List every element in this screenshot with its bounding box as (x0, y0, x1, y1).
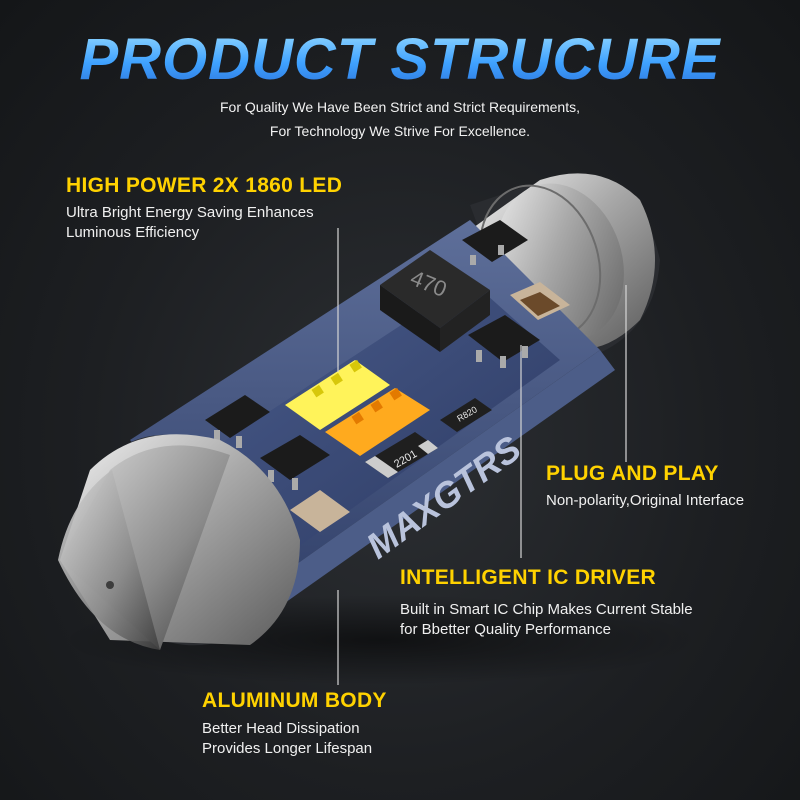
left-end-cap (58, 434, 300, 650)
subtitle-line-1: For Quality We Have Been Strict and Stri… (220, 99, 580, 115)
resistor-r820: R820 (440, 398, 492, 432)
capacitor-left (290, 490, 350, 532)
feature-desc-line: Built in Smart IC Chip Makes Current Sta… (400, 601, 693, 618)
feature-desc-line: Provides Longer Lifespan (202, 740, 373, 757)
feature-desc-line: Better Head Dissipation (202, 720, 360, 737)
feature-desc-aluminum: Better Head Dissipation Provides Longer … (202, 719, 372, 759)
led-white-chip (285, 359, 390, 430)
ic-chip-right (468, 315, 540, 368)
feature-desc-plug-play: Non-polarity,Original Interface (546, 491, 744, 511)
lower-rail (260, 350, 615, 612)
feature-desc-line: for Bbetter Quality Performance (400, 621, 611, 638)
inductor-component: 470 (380, 250, 490, 352)
feature-desc-line: Luminous Efficiency (66, 224, 200, 241)
feature-desc-line: Ultra Bright Energy Saving Enhances (66, 204, 314, 221)
feature-desc-ic-driver: Built in Smart IC Chip Makes Current Sta… (400, 600, 693, 640)
feature-desc-line: Non-polarity,Original Interface (546, 492, 745, 509)
feature-desc-high-power: Ultra Bright Energy Saving Enhances Lumi… (66, 203, 314, 243)
capacitor-right (510, 282, 570, 320)
page-title: PRODUCT STRUCURE (0, 26, 800, 93)
callout-lines (337, 228, 627, 685)
led-amber-chip (325, 387, 430, 456)
ic-chip-top (462, 220, 528, 265)
feature-title-aluminum: ALUMINUM BODY (202, 689, 387, 712)
ic-chip-left-2 (260, 435, 330, 490)
feature-title-plug-play: PLUG AND PLAY (546, 462, 719, 485)
subtitle-line-2: For Technology We Strive For Excellence. (269, 123, 531, 139)
feature-title-ic-driver: INTELLIGENT IC DRIVER (400, 566, 656, 589)
ic-chip-left-1 (205, 395, 270, 448)
feature-title-high-power: HIGH POWER 2X 1860 LED (66, 174, 343, 197)
